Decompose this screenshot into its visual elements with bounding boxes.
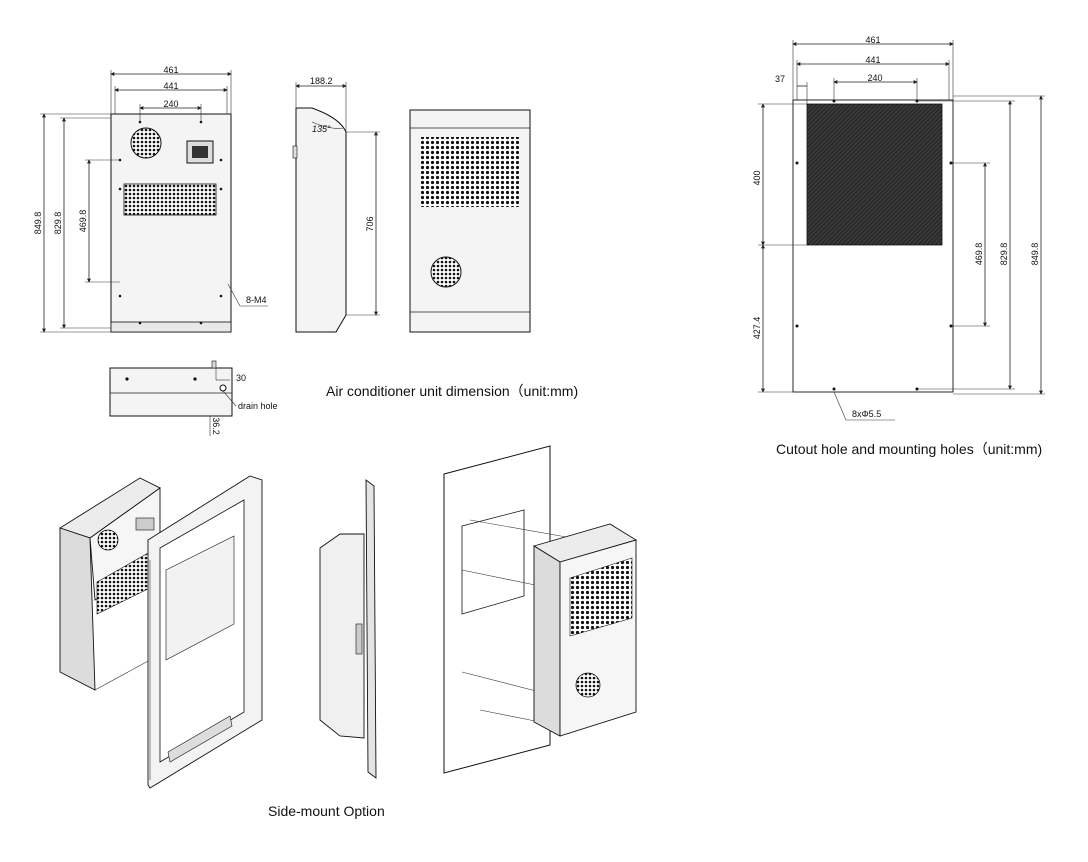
bottom-depth: 36.2 [211,417,221,435]
side-mount-caption: Side-mount Option [268,803,385,819]
unit-dimension-caption: Air conditioner unit dimension（unit:mm) [326,383,578,399]
front-width-holes: 240 [163,99,178,109]
cutout-left-offset: 37 [775,74,785,84]
front-view: 461 441 240 849.8 829.8 469.8 8-M4 [33,65,268,333]
cutout-height: 400 [752,170,762,185]
front-width-outer: 461 [163,65,178,75]
cutout-hole [806,103,943,246]
cutout-view: 461 441 240 37 400 427.4 469.8 829.8 849… [752,35,1045,421]
vent-grille [123,183,217,216]
side-depth: 188.2 [310,76,333,86]
drain-hole-icon [219,384,227,392]
cutout-height-outer: 849.8 [1030,243,1040,266]
drain-hole-label: drain hole [238,401,278,411]
bottom-view-body [109,367,233,417]
side-height: 706 [365,216,375,231]
cutout-caption: Cutout hole and mounting holes（unit:mm) [776,441,1042,457]
front-height-holes: 469.8 [78,210,88,233]
rear-fan-icon [430,256,462,288]
cutout-width-outer: 461 [865,35,880,45]
front-width-inner: 441 [163,81,178,91]
side-view: 188.2 135° 706 [292,76,380,333]
controller-display [192,146,208,158]
isometric-side-view [319,479,377,779]
bottom-view: 30 drain hole 36.2 [109,360,278,436]
front-height-inner: 829.8 [53,212,63,235]
rear-vent-grille [421,137,519,207]
fan-grille-icon [130,127,162,159]
cutout-height-inner: 829.8 [999,243,1009,266]
cutout-width-holes: 240 [867,73,882,83]
screws-label: 8-M4 [246,295,267,305]
iso-mounted-fan-icon [575,672,601,698]
cutout-height-holes: 469.8 [974,243,984,266]
side-angle: 135° [312,124,331,134]
isometric-exploded-view [58,475,263,789]
iso-fan-icon [97,529,119,551]
side-view-body [295,107,347,333]
cutout-mounting-holes [795,99,953,391]
bottom-offset: 30 [236,373,246,383]
rear-view [409,109,531,333]
cutout-width-inner: 441 [865,55,880,65]
front-height-outer: 849.8 [33,212,43,235]
cutout-holes-label: 8xΦ5.5 [852,409,881,419]
isometric-mounted-view [443,445,638,774]
cutout-bottom-height: 427.4 [752,317,762,340]
